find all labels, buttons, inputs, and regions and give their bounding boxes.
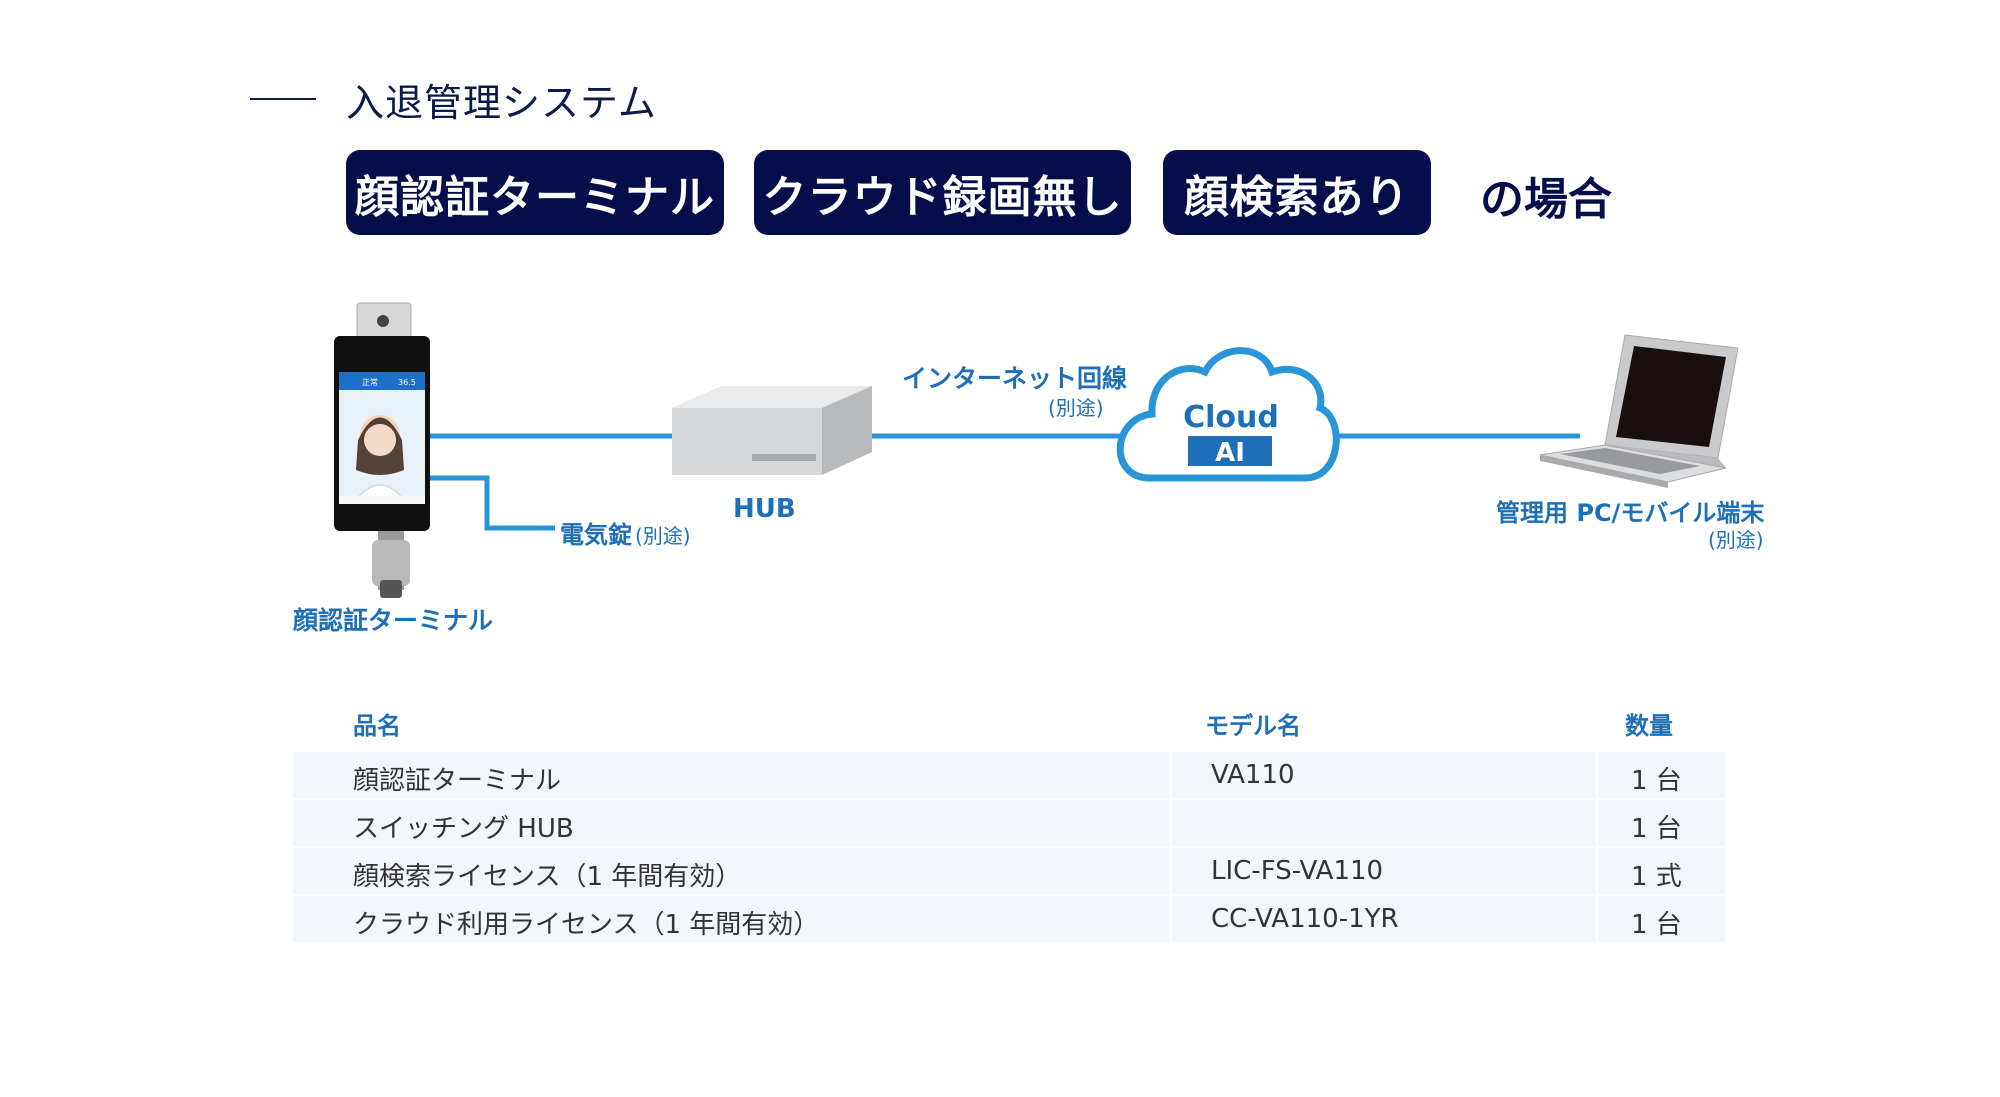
table-row: 顔認証ターミナル VA110 1 台: [293, 752, 1725, 798]
table-row: 顔検索ライセンス（1 年間有効） LIC-FS-VA110 1 式: [293, 848, 1725, 894]
cloud-ai-label: AI: [1215, 438, 1245, 468]
cell-qty: 1 台: [1631, 766, 1682, 796]
tag-no-cloud-recording: クラウド録画無し: [754, 150, 1131, 235]
cell-item: スイッチング HUB: [353, 814, 574, 844]
face-terminal-device: [334, 302, 430, 598]
cell-item: クラウド利用ライセンス（1 年間有効）: [353, 910, 820, 940]
table-row: クラウド利用ライセンス（1 年間有効） CC-VA110-1YR 1 台: [293, 896, 1725, 942]
terminal-screen-temp: 36.5: [398, 378, 416, 387]
table-header-model: モデル名: [1205, 712, 1301, 740]
section-rule: [250, 98, 316, 100]
lock-label: 電気錠: [560, 521, 632, 549]
cell-qty: 1 台: [1631, 814, 1682, 844]
cell-model: CC-VA110-1YR: [1211, 904, 1399, 934]
table-header-qty: 数量: [1625, 712, 1673, 740]
hub-device: [672, 386, 872, 475]
table-header-item: 品名: [353, 712, 401, 740]
connection-lines: [428, 433, 1580, 531]
cell-model: VA110: [1211, 760, 1295, 790]
pc-label: 管理用 PC/モバイル端末: [1496, 499, 1765, 527]
lock-note: (別途): [635, 524, 691, 548]
line-terminal-lock: [428, 475, 555, 531]
cell-item: 顔認証ターミナル: [353, 766, 562, 796]
cell-qty: 1 式: [1631, 862, 1682, 892]
cloud-icon: [1116, 347, 1340, 482]
tag-face-terminal: 顔認証ターミナル: [346, 150, 724, 235]
cell-qty: 1 台: [1631, 910, 1682, 940]
cell-item: 顔検索ライセンス（1 年間有効）: [353, 862, 742, 892]
terminal-label: 顔認証ターミナル: [293, 606, 494, 635]
tag-suffix: の場合: [1480, 174, 1612, 225]
pc-note: (別途): [1708, 528, 1764, 552]
cell-model: LIC-FS-VA110: [1211, 856, 1384, 886]
laptop-icon: [1539, 334, 1739, 488]
internet-note: (別途): [1048, 396, 1104, 420]
table-row: スイッチング HUB 1 台: [293, 800, 1725, 846]
internet-label: インターネット回線: [902, 364, 1128, 393]
cloud-label: Cloud: [1183, 400, 1279, 435]
tag-face-search: 顔検索あり: [1163, 150, 1431, 235]
terminal-screen-status: 正常: [362, 378, 378, 387]
hub-label: HUB: [733, 494, 796, 524]
section-title: 入退管理システム: [346, 81, 657, 125]
